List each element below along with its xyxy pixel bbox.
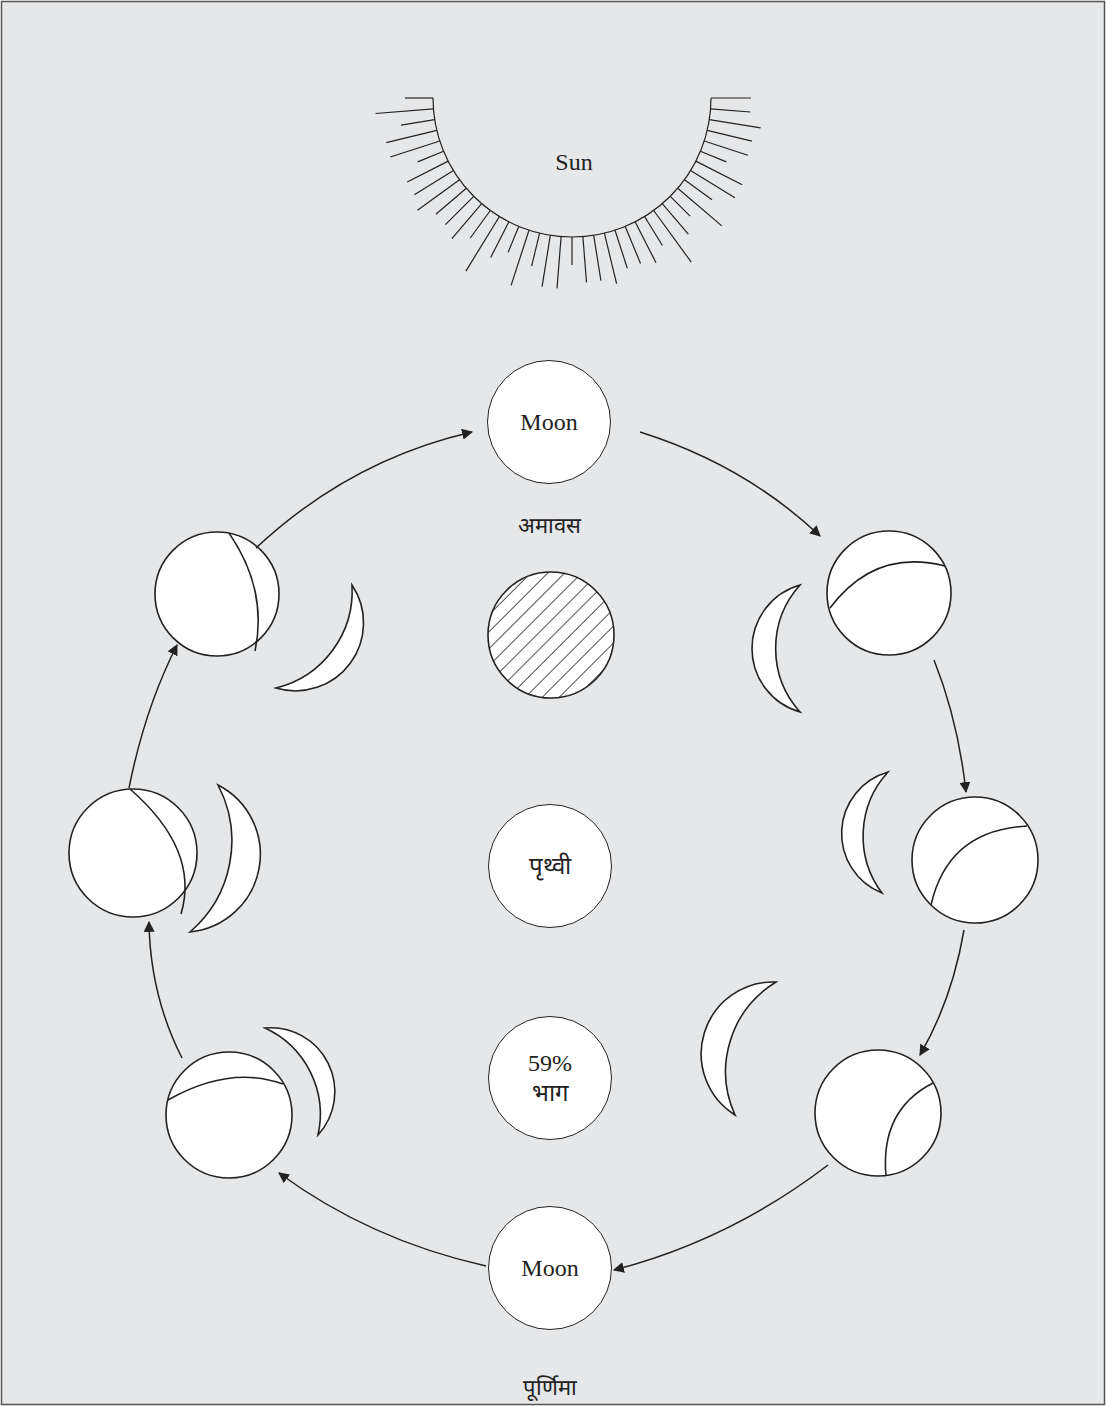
visible-part-circle: 59% भाग [488, 1016, 612, 1140]
sun-symbol [376, 98, 761, 288]
moon-circle: Moonपूर्णिमा [488, 1206, 612, 1330]
circle-label: 59% भाग [515, 1048, 585, 1108]
earth-circle: पृथ्वी [488, 804, 612, 928]
hatched-moon [488, 572, 614, 698]
circle-label: पृथ्वी [529, 851, 571, 881]
sun-label: Sun [555, 149, 592, 176]
moon-circle: Moonअमावस [487, 360, 611, 484]
orbit-arrows [129, 432, 966, 1270]
circle-label: Moon [520, 407, 577, 437]
crescent-shapes [190, 585, 888, 1135]
phase-name: पूर्णिमा [523, 1375, 577, 1401]
circle-label: Moon [521, 1253, 578, 1283]
phase-name: अमावस [518, 513, 581, 539]
moon-phase-circles [69, 531, 1038, 1178]
